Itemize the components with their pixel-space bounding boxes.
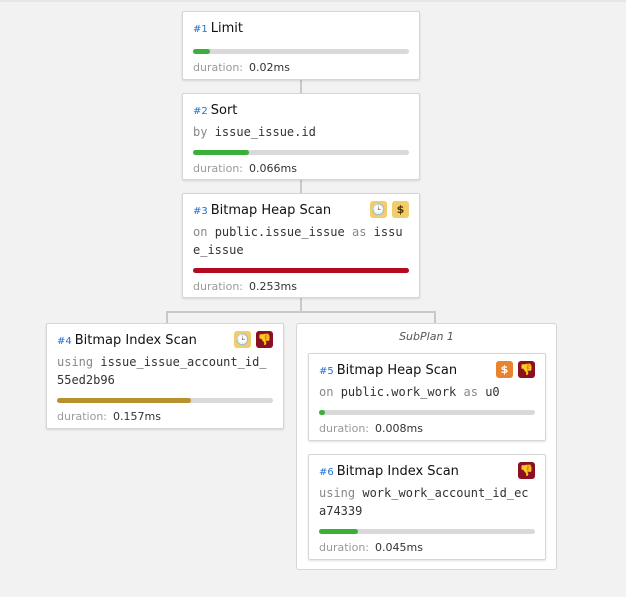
duration-bar-fill — [319, 529, 358, 534]
duration-bar-fill — [57, 398, 191, 403]
node-number: #6 — [319, 467, 334, 478]
connector — [300, 297, 302, 311]
top-border — [0, 0, 626, 2]
duration: duration:0.253ms — [193, 280, 297, 293]
duration-value: 0.045ms — [375, 541, 423, 554]
connector — [300, 79, 302, 94]
node-title: Sort — [210, 103, 238, 118]
thumbs-down-icon[interactable]: 👎 — [518, 462, 535, 479]
duration-bar — [193, 268, 409, 273]
plan-node-bitmap-heap-scan-subplan[interactable]: #5 Bitmap Heap Scan $ 👎 on public.work_w… — [308, 353, 546, 441]
node-detail: on public.issue_issue as issue_issue — [193, 225, 403, 257]
duration-bar — [193, 49, 409, 54]
duration-value: 0.02ms — [249, 61, 290, 74]
node-detail: using issue_issue_account_id_55ed2b96 — [57, 355, 267, 387]
subplan-title: SubPlan 1 — [399, 330, 454, 343]
node-detail: by issue_issue.id — [193, 125, 316, 139]
node-number: #3 — [193, 206, 208, 217]
node-number: #1 — [193, 24, 208, 35]
plan-node-bitmap-index-scan[interactable]: #4 Bitmap Index Scan 🕒 👎 using issue_iss… — [46, 323, 284, 429]
connector — [434, 311, 436, 323]
clock-icon[interactable]: 🕒 — [234, 331, 251, 348]
duration-value: 0.253ms — [249, 280, 297, 293]
dollar-icon[interactable]: $ — [496, 361, 513, 378]
node-number: #5 — [319, 366, 334, 377]
node-header: #6 Bitmap Index Scan — [319, 464, 535, 481]
duration-value: 0.008ms — [375, 422, 423, 435]
plan-node-limit[interactable]: #1 Limit duration:0.02ms — [182, 11, 420, 80]
node-number: #2 — [193, 106, 208, 117]
plan-node-sort[interactable]: #2 Sort by issue_issue.id duration:0.066… — [182, 93, 420, 180]
node-header: #1 Limit — [193, 21, 409, 38]
duration: duration:0.157ms — [57, 410, 161, 423]
duration-bar-fill — [193, 268, 409, 273]
connector — [166, 311, 168, 323]
duration: duration:0.045ms — [319, 541, 423, 554]
duration-value: 0.066ms — [249, 162, 297, 175]
thumbs-down-icon[interactable]: 👎 — [518, 361, 535, 378]
node-header: #3 Bitmap Heap Scan — [193, 203, 409, 220]
connector — [300, 179, 302, 194]
node-detail: using work_work_account_id_eca74339 — [319, 486, 529, 518]
duration-bar — [57, 398, 273, 403]
node-header: #2 Sort — [193, 103, 409, 120]
node-title: Limit — [210, 21, 243, 36]
duration-bar-fill — [319, 410, 326, 415]
duration: duration:0.066ms — [193, 162, 297, 175]
thumbs-down-icon[interactable]: 👎 — [256, 331, 273, 348]
node-title: Bitmap Index Scan — [74, 333, 197, 348]
duration-bar — [319, 410, 535, 415]
clock-icon[interactable]: 🕒 — [370, 201, 387, 218]
duration-value: 0.157ms — [113, 410, 161, 423]
dollar-icon[interactable]: $ — [392, 201, 409, 218]
node-number: #4 — [57, 336, 72, 347]
node-detail: on public.work_work as u0 — [319, 385, 500, 399]
plan-node-bitmap-heap-scan[interactable]: #3 Bitmap Heap Scan 🕒 $ on public.issue_… — [182, 193, 420, 298]
plan-node-bitmap-index-scan-subplan[interactable]: #6 Bitmap Index Scan 👎 using work_work_a… — [308, 454, 546, 560]
duration: duration:0.02ms — [193, 61, 290, 74]
node-title: Bitmap Index Scan — [336, 464, 459, 479]
duration-bar — [319, 529, 535, 534]
node-header: #4 Bitmap Index Scan — [57, 333, 273, 350]
node-title: Bitmap Heap Scan — [336, 363, 458, 378]
duration-bar-fill — [193, 150, 250, 155]
duration: duration:0.008ms — [319, 422, 423, 435]
connector — [166, 311, 436, 313]
node-header: #5 Bitmap Heap Scan — [319, 363, 535, 380]
node-title: Bitmap Heap Scan — [210, 203, 332, 218]
duration-bar-fill — [193, 49, 211, 54]
duration-bar — [193, 150, 409, 155]
